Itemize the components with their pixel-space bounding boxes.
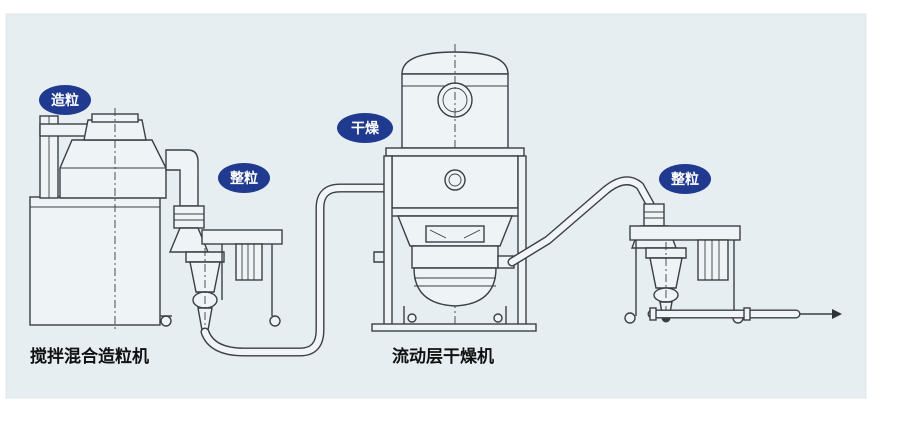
sizing-mill <box>624 203 801 324</box>
mixer-granulator <box>29 108 283 334</box>
caption-dryer: 流动层干燥机 <box>392 346 494 367</box>
badge-size-left-label: 整粒 <box>229 170 258 187</box>
transfer-pipe-right <box>507 176 655 267</box>
badge-size-right-label: 整粒 <box>670 171 699 188</box>
transfer-pipe-left <box>200 183 395 357</box>
caption-mixer: 搅拌混合造粒机 <box>30 346 149 367</box>
arrow-right-icon <box>800 309 842 319</box>
badge-granulate-label: 造粒 <box>51 92 79 109</box>
badge-dry-label: 干燥 <box>351 120 380 137</box>
badge-granulate: 造粒 <box>39 85 91 115</box>
badge-dry: 干燥 <box>337 113 393 143</box>
badge-size-right: 整粒 <box>659 164 711 194</box>
fluid-bed-dryer <box>371 44 537 332</box>
badge-size-left: 整粒 <box>218 163 270 193</box>
